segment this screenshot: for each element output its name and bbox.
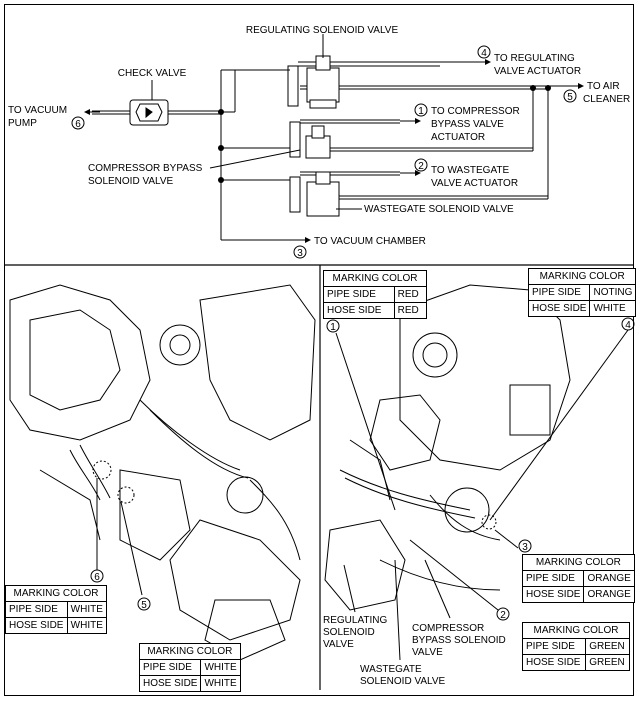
to-regulating-label-1: TO REGULATING bbox=[494, 53, 575, 64]
marking-header: MARKING COLOR bbox=[522, 622, 630, 639]
pipe-side-label: PIPE SIDE bbox=[521, 570, 585, 587]
to-air-cleaner-label-2: CLEANER bbox=[583, 94, 630, 105]
hose-side-label: HOSE SIDE bbox=[323, 302, 395, 319]
compressor-bypass-solenoid-valve-icon bbox=[209, 125, 331, 169]
callout-6: 6 bbox=[75, 119, 81, 130]
callout-3-bottom: 3 bbox=[522, 542, 528, 553]
bottom-compressor-label-2: BYPASS SOLENOID bbox=[412, 635, 506, 646]
pipe-side-label: PIPE SIDE bbox=[527, 284, 591, 301]
schematic-pipes bbox=[92, 61, 570, 241]
wastegate-solenoid-valve-icon bbox=[306, 171, 362, 217]
bottom-regulating-label-1: REGULATING bbox=[323, 615, 387, 626]
to-vacuum-pump-label-1: TO VACUUM bbox=[8, 105, 67, 116]
marking-header: MARKING COLOR bbox=[522, 554, 635, 571]
engine-right-illustration bbox=[324, 284, 629, 661]
to-air-cleaner-label-1: TO AIR bbox=[587, 81, 620, 92]
flow-arrows bbox=[84, 59, 584, 243]
pipe-side-color: WHITE bbox=[200, 659, 241, 676]
hose-side-color: WHITE bbox=[200, 675, 241, 692]
pipe-side-label: PIPE SIDE bbox=[521, 638, 587, 655]
pipe-side-label: PIPE SIDE bbox=[323, 286, 395, 303]
hose-side-color: RED bbox=[393, 302, 428, 319]
regulating-solenoid-valve-label: REGULATING SOLENOID VALVE bbox=[246, 25, 399, 36]
callout-4: 4 bbox=[481, 48, 487, 59]
diagram-frame bbox=[4, 4, 634, 696]
hose-side-color: WHITE bbox=[589, 300, 637, 317]
regulating-solenoid-valve-icon bbox=[306, 34, 340, 109]
compressor-bypass-label-2: SOLENOID VALVE bbox=[88, 176, 174, 187]
to-vacuum-pump-label-2: PUMP bbox=[8, 118, 37, 129]
bottom-wastegate-label-2: SOLENOID VALVE bbox=[360, 676, 446, 687]
pipe-side-color: NOTING bbox=[589, 284, 637, 301]
callout-6-bottom: 6 bbox=[94, 572, 100, 583]
marking-header: MARKING COLOR bbox=[5, 585, 107, 602]
callout-4-bottom: 4 bbox=[625, 320, 631, 331]
hose-side-color: GREEN bbox=[585, 654, 630, 671]
wastegate-solenoid-valve-label: WASTEGATE SOLENOID VALVE bbox=[364, 204, 514, 215]
to-compressor-label-1: TO COMPRESSOR bbox=[431, 106, 520, 117]
callout-3: 3 bbox=[297, 248, 303, 259]
bottom-regulating-label-2: SOLENOID bbox=[323, 627, 375, 638]
pipe-side-color: ORANGE bbox=[583, 570, 635, 587]
hose-side-label: HOSE SIDE bbox=[521, 654, 587, 671]
pipe-side-label: PIPE SIDE bbox=[5, 601, 68, 618]
callout-2: 2 bbox=[418, 161, 424, 172]
marking-header: MARKING COLOR bbox=[139, 643, 241, 660]
bottom-wastegate-label-1: WASTEGATE bbox=[360, 664, 422, 675]
callout-1: 1 bbox=[418, 106, 424, 117]
callout-5-bottom: 5 bbox=[141, 600, 147, 611]
hose-side-color: ORANGE bbox=[583, 586, 635, 603]
pipe-side-label: PIPE SIDE bbox=[138, 659, 202, 676]
check-valve-icon bbox=[129, 99, 169, 126]
marking-header: MARKING COLOR bbox=[323, 270, 427, 287]
hose-side-label: HOSE SIDE bbox=[527, 300, 591, 317]
hose-side-color: WHITE bbox=[66, 617, 108, 634]
to-regulating-label-2: VALVE ACTUATOR bbox=[494, 66, 581, 77]
callout-2-bottom: 2 bbox=[500, 610, 506, 621]
pipe-side-color: GREEN bbox=[585, 638, 630, 655]
callout-1-bottom: 1 bbox=[330, 322, 336, 333]
to-wastegate-label-2: VALVE ACTUATOR bbox=[431, 178, 518, 189]
pipe-side-color: RED bbox=[393, 286, 428, 303]
pipe-side-color: WHITE bbox=[66, 601, 108, 618]
junction-dots bbox=[218, 85, 551, 183]
compressor-bypass-label-1: COMPRESSOR BYPASS bbox=[88, 163, 203, 174]
to-compressor-label-2: BYPASS VALVE bbox=[431, 119, 504, 130]
hose-side-label: HOSE SIDE bbox=[521, 586, 585, 603]
bottom-compressor-label-1: COMPRESSOR bbox=[412, 623, 484, 634]
bottom-compressor-label-3: VALVE bbox=[412, 647, 443, 658]
to-compressor-label-3: ACTUATOR bbox=[431, 132, 485, 143]
engine-left-illustration bbox=[9, 284, 316, 661]
hose-side-label: HOSE SIDE bbox=[5, 617, 68, 634]
check-valve-label: CHECK VALVE bbox=[118, 68, 187, 79]
marking-header: MARKING COLOR bbox=[527, 268, 637, 285]
callout-5: 5 bbox=[567, 92, 573, 103]
to-vacuum-chamber-label: TO VACUUM CHAMBER bbox=[314, 236, 426, 247]
hose-side-label: HOSE SIDE bbox=[138, 675, 202, 692]
to-wastegate-label-1: TO WASTEGATE bbox=[431, 165, 509, 176]
bottom-regulating-label-3: VALVE bbox=[323, 639, 354, 650]
